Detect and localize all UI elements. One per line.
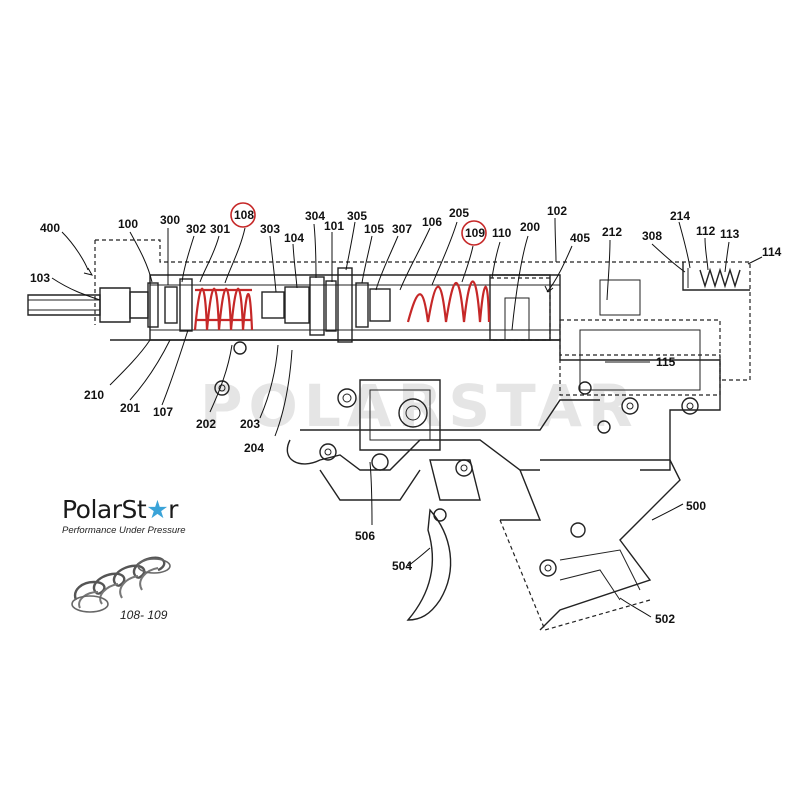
brand-name-part2: r <box>168 495 178 524</box>
callout-210: 210 <box>84 388 104 402</box>
callout-308: 308 <box>642 229 662 243</box>
callout-103: 103 <box>30 271 50 285</box>
piston-stack <box>147 267 551 343</box>
brand-name: PolarSt★r <box>62 497 202 523</box>
fastener-holes <box>214 341 699 577</box>
callout-212: 212 <box>602 225 622 239</box>
spring-caption: 108- 109 <box>120 608 168 622</box>
polarstar-logo: PolarSt★r Performance Under Pressure <box>62 497 202 537</box>
brand-name-part1: PolarSt <box>62 495 147 524</box>
upper-housing <box>94 239 751 396</box>
spring-109 <box>406 280 491 323</box>
callout-105: 105 <box>364 222 384 236</box>
spring-illustration <box>71 556 171 613</box>
spring-108 <box>193 287 254 331</box>
callout-114: 114 <box>762 245 782 259</box>
callout-504: 504 <box>392 559 412 573</box>
callout-214: 214 <box>670 209 690 223</box>
callout-labels: 400 100 300 302 301 108 303 104 304 101 … <box>30 204 782 626</box>
callout-300: 300 <box>160 213 180 227</box>
trigger <box>406 508 452 621</box>
callout-304: 304 <box>305 209 325 223</box>
callout-113: 113 <box>720 227 740 241</box>
callout-106: 106 <box>422 215 442 229</box>
star-icon: ★ <box>146 495 169 524</box>
callout-205: 205 <box>449 206 469 220</box>
callout-202: 202 <box>196 417 216 431</box>
brand-tagline: Performance Under Pressure <box>62 525 186 536</box>
callout-101: 101 <box>324 219 344 233</box>
front-nozzle <box>27 287 149 323</box>
callout-506: 506 <box>355 529 375 543</box>
callout-500: 500 <box>686 499 706 513</box>
callout-405: 405 <box>570 231 590 245</box>
callout-115: 115 <box>656 355 676 369</box>
callout-302: 302 <box>186 222 206 236</box>
callout-301: 301 <box>210 222 230 236</box>
callout-108: 108 <box>234 208 254 222</box>
spring-113 <box>699 267 741 289</box>
callout-400: 400 <box>40 221 60 235</box>
callout-109: 109 <box>465 226 485 240</box>
lower-frame <box>110 339 721 631</box>
callout-200: 200 <box>520 220 540 234</box>
leader-lines <box>51 217 763 618</box>
highlight-ring-109 <box>461 220 487 246</box>
callout-100: 100 <box>118 217 138 231</box>
callout-204: 204 <box>244 441 264 455</box>
callout-102: 102 <box>547 204 567 218</box>
callout-303: 303 <box>260 222 280 236</box>
callout-104: 104 <box>284 231 304 245</box>
callout-110: 110 <box>492 226 512 240</box>
callout-201: 201 <box>120 401 140 415</box>
callout-307: 307 <box>392 222 412 236</box>
callout-502: 502 <box>655 612 675 626</box>
callout-112: 112 <box>696 224 716 238</box>
highlight-ring-108 <box>230 202 256 228</box>
callout-107: 107 <box>153 405 173 419</box>
callout-305: 305 <box>347 209 367 223</box>
callout-203: 203 <box>240 417 260 431</box>
